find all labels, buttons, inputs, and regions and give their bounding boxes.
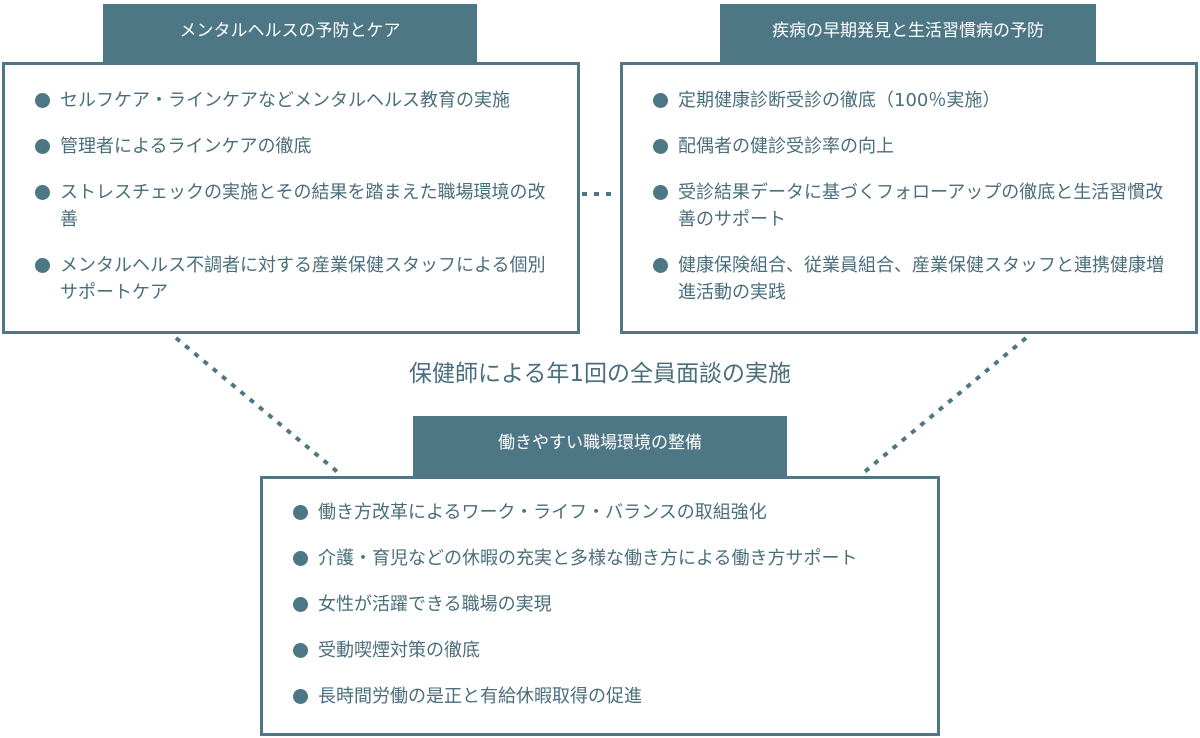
- list-item-text: 受診結果データに基づくフォローアップの徹底と生活習慣改善のサポート: [678, 182, 1164, 230]
- bullet-dot-icon: [35, 185, 50, 200]
- work-environment-title: 働きやすい職場環境の整備: [413, 416, 787, 476]
- list-item-text: メンタルヘルス不調者に対する産業保健スタッフによる個別サポートケア: [60, 255, 546, 303]
- list-item-text: 介護・育児などの休暇の充実と多様な働き方による働き方サポート: [318, 548, 858, 569]
- disease-prevention-title: 疾病の早期発見と生活習慣病の予防: [720, 4, 1096, 62]
- list-item: メンタルヘルス不調者に対する産業保健スタッフによる個別サポートケア: [35, 252, 563, 306]
- list-item-text: セルフケア・ラインケアなどメンタルヘルス教育の実施: [60, 90, 510, 111]
- mental-health-title: メンタルヘルスの予防とケア: [103, 4, 477, 62]
- mental-health-list: セルフケア・ラインケアなどメンタルヘルス教育の実施 管理者によるラインケアの徹底…: [5, 65, 577, 306]
- list-item-text: 管理者によるラインケアの徹底: [60, 136, 312, 157]
- list-item: ストレスチェックの実施とその結果を踏まえた職場環境の改善: [35, 179, 563, 233]
- work-environment-box: 働き方改革によるワーク・ライフ・バランスの取組強化 介護・育児などの休暇の充実と…: [260, 476, 940, 736]
- disease-prevention-box: 定期健康診断受診の徹底（100％実施） 配偶者の健診受診率の向上 受診結果データ…: [620, 62, 1198, 334]
- list-item-text: 働き方改革によるワーク・ライフ・バランスの取組強化: [318, 502, 767, 523]
- mental-health-box: セルフケア・ラインケアなどメンタルヘルス教育の実施 管理者によるラインケアの徹底…: [2, 62, 580, 334]
- list-item: 受診結果データに基づくフォローアップの徹底と生活習慣改善のサポート: [653, 179, 1181, 233]
- list-item: 定期健康診断受診の徹底（100％実施）: [653, 87, 1181, 114]
- list-item: 長時間労働の是正と有給休暇取得の促進: [293, 683, 923, 710]
- center-label: 保健師による年1回の全員面談の実施: [409, 361, 791, 387]
- list-item: 女性が活躍できる職場の実現: [293, 591, 923, 618]
- list-item-text: 健康保険組合、従業員組合、産業保健スタッフと連携健康増進活動の実践: [678, 255, 1164, 303]
- bullet-dot-icon: [293, 505, 308, 520]
- bullet-dot-icon: [35, 93, 50, 108]
- list-item: 配偶者の健診受診率の向上: [653, 133, 1181, 160]
- list-item-text: ストレスチェックの実施とその結果を踏まえた職場環境の改善: [60, 182, 546, 230]
- list-item: 受動喫煙対策の徹底: [293, 637, 923, 664]
- list-item: 介護・育児などの休暇の充実と多様な働き方による働き方サポート: [293, 545, 923, 572]
- disease-prevention-list: 定期健康診断受診の徹底（100％実施） 配偶者の健診受診率の向上 受診結果データ…: [623, 65, 1195, 306]
- list-item-text: 長時間労働の是正と有給休暇取得の促進: [318, 686, 642, 707]
- list-item-text: 女性が活躍できる職場の実現: [318, 594, 552, 615]
- bullet-dot-icon: [653, 93, 668, 108]
- list-item-text: 定期健康診断受診の徹底（100％実施）: [678, 90, 1001, 111]
- list-item: 働き方改革によるワーク・ライフ・バランスの取組強化: [293, 499, 923, 526]
- work-environment-list: 働き方改革によるワーク・ライフ・バランスの取組強化 介護・育児などの休暇の充実と…: [263, 479, 937, 710]
- list-item: 健康保険組合、従業員組合、産業保健スタッフと連携健康増進活動の実践: [653, 252, 1181, 306]
- bullet-dot-icon: [35, 139, 50, 154]
- bullet-dot-icon: [35, 258, 50, 273]
- bullet-dot-icon: [293, 597, 308, 612]
- list-item: セルフケア・ラインケアなどメンタルヘルス教育の実施: [35, 87, 563, 114]
- bullet-dot-icon: [293, 643, 308, 658]
- bullet-dot-icon: [293, 551, 308, 566]
- list-item-text: 受動喫煙対策の徹底: [318, 640, 480, 661]
- bullet-dot-icon: [653, 139, 668, 154]
- list-item: 管理者によるラインケアの徹底: [35, 133, 563, 160]
- bullet-dot-icon: [653, 185, 668, 200]
- bullet-dot-icon: [653, 258, 668, 273]
- list-item-text: 配偶者の健診受診率の向上: [678, 136, 894, 157]
- bullet-dot-icon: [293, 689, 308, 704]
